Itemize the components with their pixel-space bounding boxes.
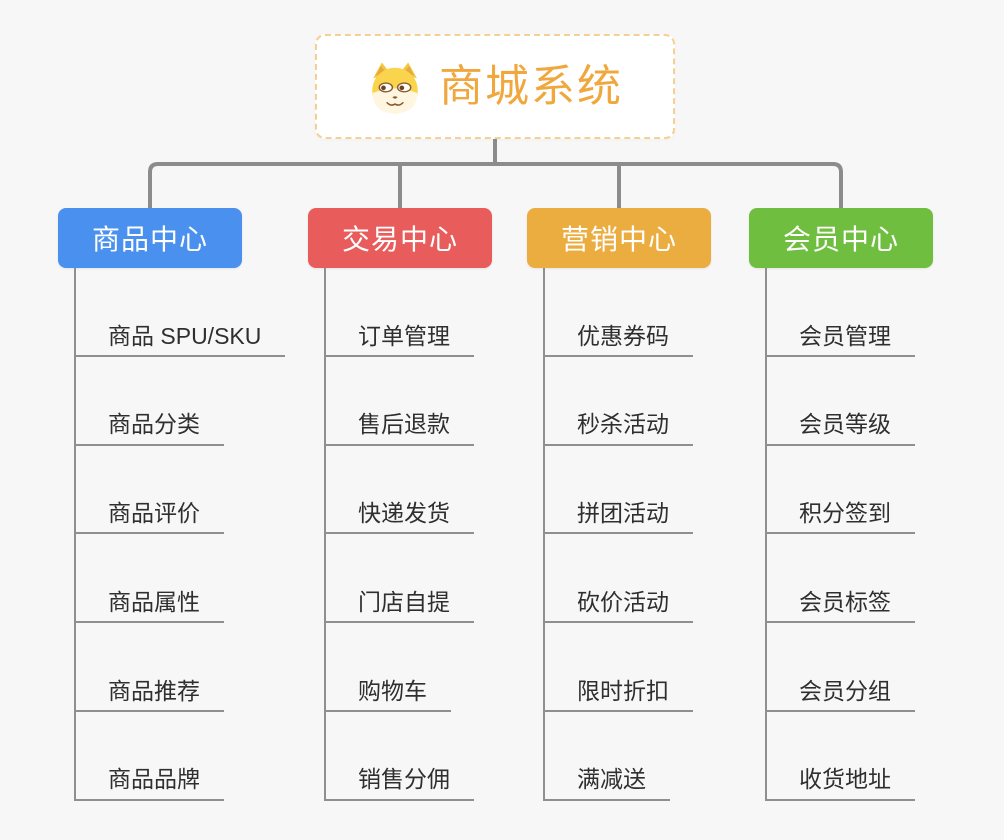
branch-node-product-center[interactable]: 商品中心 (58, 208, 242, 268)
child-topic[interactable]: 会员标签 (767, 534, 915, 624)
child-topic[interactable]: 订单管理 (326, 268, 474, 357)
child-topic[interactable]: 商品 SPU/SKU (76, 268, 286, 357)
child-topic[interactable]: 快递发货 (326, 446, 474, 535)
child-topic[interactable]: 商品属性 (76, 534, 224, 624)
branch-node-trade-center[interactable]: 交易中心 (308, 208, 492, 268)
child-topic[interactable]: 秒杀活动 (545, 357, 693, 446)
child-topic[interactable]: 砍价活动 (545, 534, 693, 624)
child-topic[interactable]: 满减送 (545, 712, 670, 801)
child-topic[interactable]: 商品品牌 (76, 712, 224, 801)
marketing-center-children: 优惠券码 秒杀活动 拼团活动 砍价活动 限时折扣 满减送 (543, 268, 727, 801)
child-topic[interactable]: 优惠券码 (545, 268, 693, 357)
branch-node-member-center[interactable]: 会员中心 (749, 208, 933, 268)
child-topic[interactable]: 门店自提 (326, 534, 474, 624)
child-topic[interactable]: 销售分佣 (326, 712, 474, 801)
branch-trade-center: 交易中心 订单管理 售后退款 快递发货 门店自提 购物车 销售分佣 (308, 208, 508, 801)
child-topic[interactable]: 售后退款 (326, 357, 474, 446)
product-center-children: 商品 SPU/SKU 商品分类 商品评价 商品属性 商品推荐 商品品牌 (74, 268, 286, 801)
child-topic[interactable]: 商品推荐 (76, 623, 224, 712)
doge-icon (372, 62, 418, 113)
child-topic[interactable]: 购物车 (326, 623, 451, 712)
child-topic[interactable]: 积分签到 (767, 446, 915, 535)
branch-member-center: 会员中心 会员管理 会员等级 积分签到 会员标签 会员分组 收货地址 (749, 208, 949, 801)
child-topic[interactable]: 拼团活动 (545, 446, 693, 535)
branch-product-center: 商品中心 商品 SPU/SKU 商品分类 商品评价 商品属性 商品推荐 商品品牌 (58, 208, 286, 801)
child-topic[interactable]: 收货地址 (767, 712, 915, 801)
root-title: 商城系统 (439, 61, 623, 111)
child-topic[interactable]: 商品评价 (76, 446, 224, 535)
child-topic[interactable]: 会员分组 (767, 623, 915, 712)
trade-center-children: 订单管理 售后退款 快递发货 门店自提 购物车 销售分佣 (324, 268, 508, 801)
member-center-children: 会员管理 会员等级 积分签到 会员标签 会员分组 收货地址 (765, 268, 949, 801)
child-topic[interactable]: 商品分类 (76, 357, 224, 446)
child-topic[interactable]: 会员管理 (767, 268, 915, 357)
branch-node-marketing-center[interactable]: 营销中心 (527, 208, 711, 268)
child-topic[interactable]: 会员等级 (767, 357, 915, 446)
branch-marketing-center: 营销中心 优惠券码 秒杀活动 拼团活动 砍价活动 限时折扣 满减送 (527, 208, 727, 801)
root-node-mall-system[interactable]: 商城系统 (315, 34, 675, 139)
child-topic[interactable]: 限时折扣 (545, 623, 693, 712)
